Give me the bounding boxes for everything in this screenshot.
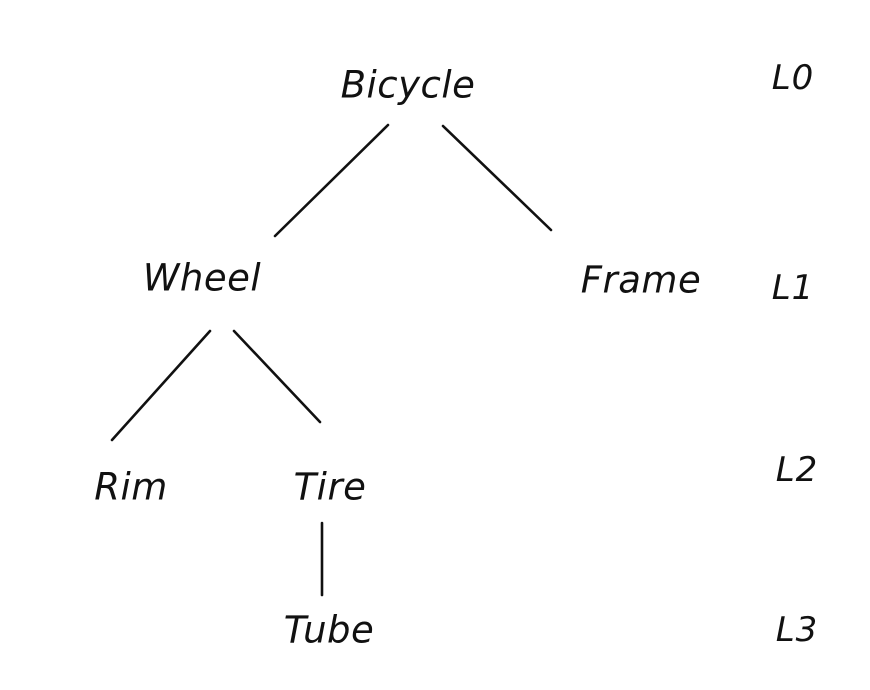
edge-wheel-rim — [110, 329, 212, 442]
node-tire[interactable]: Tire — [293, 465, 367, 509]
node-wheel[interactable]: Wheel — [142, 256, 262, 300]
level-label-l2: L2 — [775, 450, 819, 490]
node-frame[interactable]: Frame — [580, 258, 702, 302]
edge-bicycle-frame — [441, 124, 553, 232]
node-tube[interactable]: Tube — [283, 608, 375, 652]
level-label-l0: L0 — [771, 58, 815, 98]
edge-bicycle-wheel — [273, 123, 390, 238]
node-rim[interactable]: Rim — [94, 465, 168, 509]
edge-wheel-tire — [232, 329, 322, 424]
level-label-l1: L1 — [771, 268, 815, 308]
node-bicycle[interactable]: Bicycle — [340, 63, 476, 107]
edge-group — [110, 123, 553, 597]
level-label-l3: L3 — [775, 610, 819, 650]
